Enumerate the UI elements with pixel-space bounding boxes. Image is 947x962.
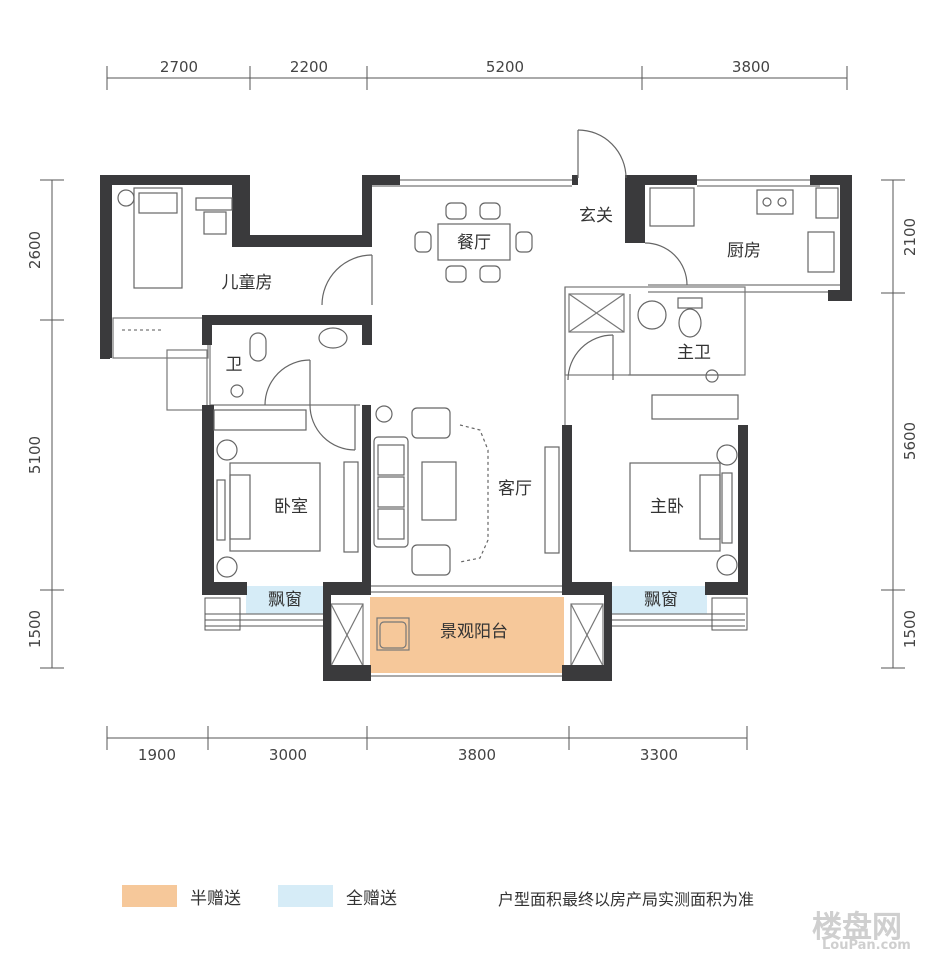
dim-top-4: 3800 — [732, 58, 770, 76]
dim-right-1: 2100 — [901, 218, 919, 256]
label-children-room: 儿童房 — [222, 273, 273, 293]
dimension-labels: 2700 2200 5200 3800 1900 3000 3800 3300 … — [26, 58, 919, 764]
label-living: 客厅 — [498, 479, 532, 499]
watermark-url: LouPan.com — [822, 938, 911, 953]
walls — [100, 175, 852, 681]
coffee-table — [421, 461, 457, 521]
watermark-logo-text: 楼盘网 — [812, 910, 902, 945]
label-bedroom: 卧室 — [274, 497, 308, 517]
dim-top-2: 2200 — [290, 58, 328, 76]
sofa — [373, 436, 409, 548]
dim-top-3: 5200 — [486, 58, 524, 76]
label-master-bedroom: 主卧 — [650, 497, 684, 517]
dim-right-2: 5600 — [901, 422, 919, 460]
dim-bottom-3: 3800 — [458, 746, 496, 764]
dim-left-3: 1500 — [26, 610, 44, 648]
dim-bottom-2: 3000 — [269, 746, 307, 764]
dim-left-1: 2600 — [26, 231, 44, 269]
dim-left-2: 5100 — [26, 436, 44, 474]
dim-bottom-1: 1900 — [138, 746, 176, 764]
bay-window-left-area — [246, 586, 323, 614]
dim-right-3: 1500 — [901, 610, 919, 648]
dim-top-1: 2700 — [160, 58, 198, 76]
legend-full-gift-swatch — [278, 885, 333, 907]
furniture — [117, 187, 839, 578]
legend-half-gift-swatch — [122, 885, 177, 907]
label-master-bath: 主卫 — [677, 343, 711, 363]
legend-half-gift-label: 半赠送 — [190, 889, 241, 909]
children-bed — [133, 187, 183, 289]
label-bay-window-left: 飘窗 — [268, 590, 302, 610]
stove — [756, 189, 794, 215]
label-dining: 餐厅 — [457, 233, 491, 253]
label-foyer: 玄关 — [579, 206, 613, 226]
room-labels: 儿童房 餐厅 玄关 厨房 卫 主卫 客厅 卧室 主卧 飘窗 飘窗 景观阳台 — [222, 206, 762, 642]
doors — [264, 129, 688, 451]
bay-window-right-area — [611, 586, 707, 614]
balcony-area — [370, 597, 564, 673]
area-disclaimer-note: 户型面积最终以房产局实测面积为准 — [498, 890, 755, 909]
dim-bottom-4: 3300 — [640, 746, 678, 764]
legend-full-gift-label: 全赠送 — [346, 889, 397, 909]
label-kitchen: 厨房 — [727, 241, 761, 261]
kitchen-sink — [807, 231, 835, 273]
label-balcony: 景观阳台 — [440, 622, 508, 642]
label-bath: 卫 — [226, 355, 243, 375]
dimension-lines — [40, 66, 905, 750]
label-bay-window-right: 飘窗 — [644, 590, 678, 610]
dining-table — [437, 223, 511, 261]
children-desk — [195, 197, 233, 211]
